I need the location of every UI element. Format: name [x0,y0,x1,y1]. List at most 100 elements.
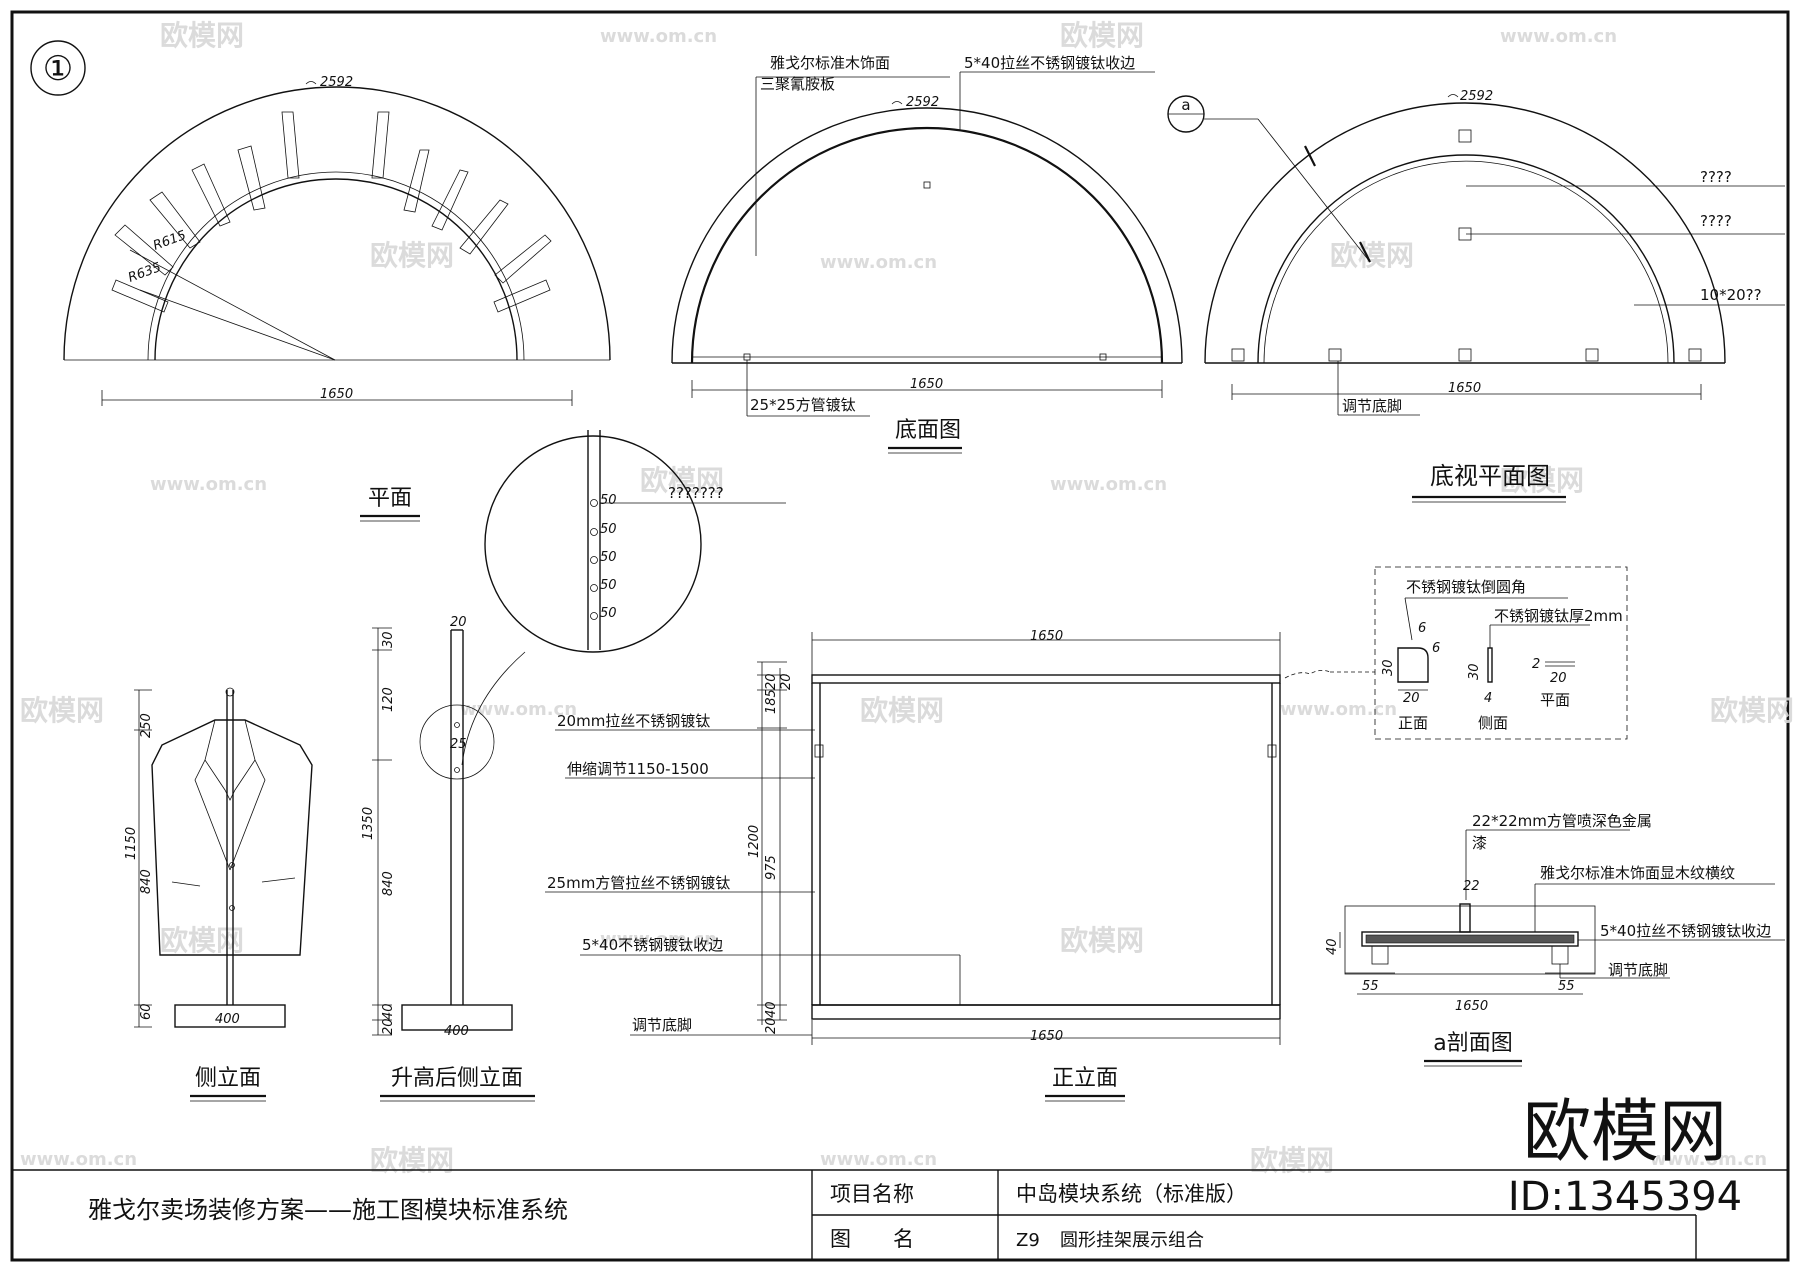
raised-dim-5: 40 [381,1003,396,1020]
watermark-brand: 欧模网 [860,694,944,727]
radius-line-1 [129,249,336,361]
watermark-brand: 欧模网 [1330,239,1414,272]
plan-view: R615 R635 2592 1650 平面 [63,75,611,522]
section-d22: 22 [1463,879,1480,894]
watermark-url: www.om.cn [820,1149,937,1170]
front-note-5: 调节底脚 [632,1016,692,1034]
title-block: 雅戈尔卖场装修方案——施工图模块标准系统 项目名称 中岛模块系统（标准版） 图 … [12,1169,1788,1260]
sheet-border [10,10,1790,1262]
side-dim-4: 60 [139,1003,154,1020]
front-top-width: 1650 [1030,629,1063,644]
detail-box-d30a: 30 [1381,659,1396,676]
section-d55b: 55 [1558,979,1575,994]
watermark-brand: 欧模网 [160,19,244,52]
project-description: 雅戈尔卖场装修方案——施工图模块标准系统 [88,1196,568,1224]
bottom-plan-width: 1650 [1448,381,1481,396]
section-d40: 40 [1325,938,1340,955]
watermark-url: www.om.cn [1500,26,1617,47]
detail-box-note-1: 不锈钢镀钛倒圆角 [1406,578,1526,596]
watermark-brand: 欧模网 [370,1144,454,1177]
watermark-url: www.om.cn [600,26,717,47]
bottom-plan-view: 2592 a ???? ???? 10*20?? 1650 调节底脚 底视平面图 [1167,89,1785,503]
detail-dim-1: 50 [600,493,617,508]
watermark-brand: 欧模网 [1250,1144,1334,1177]
section-note-4: 调节底脚 [1608,961,1668,979]
side-elevation-title: 侧立面 [195,1066,261,1091]
raised-mid-dim: 25 [450,737,467,752]
plan-rail-arc-outer [147,171,525,361]
section-a-title: a剖面图 [1433,1031,1512,1056]
id-label: ID:1345394 [1508,1174,1742,1220]
detail-circle: 50 50 50 50 50 ??????? [419,430,786,780]
drawing-number: ① [30,40,86,96]
front-dim-5: 975 [764,855,779,880]
bottom-plan-note-4: 调节底脚 [1342,397,1402,415]
section-note-1: 22*22mm方管喷深色金属 [1472,812,1652,830]
watermark-brand: 欧模网 [1060,924,1144,957]
watermark-url: www.om.cn [1050,474,1167,495]
brand-logo: 欧模网 ID:1345394 [1508,1093,1742,1220]
front-dim-7: 20 [764,1017,779,1034]
bottom-width: 1650 [910,377,943,392]
watermark-brand: 欧模网 [20,694,104,727]
section-note-1b: 漆 [1472,834,1487,852]
section-d55a: 55 [1362,979,1379,994]
section-width: 1650 [1455,999,1488,1014]
side-elevation: 250 1150 840 60 400 侧立面 [124,687,313,1102]
detail-box-d2: 2 [1532,657,1540,672]
front-dim-2: 20 [779,673,794,690]
bottom-note-3: 5*40拉丝不锈钢镀钛收边 [964,54,1135,72]
watermark-brand: 欧模网 [1710,694,1794,727]
side-dim-1: 250 [139,713,154,738]
bottom-view-title: 底面图 [895,418,961,443]
detail-box-front: 正面 [1398,714,1428,732]
jacket-outline [151,719,313,956]
watermark-url: www.om.cn [1280,699,1397,720]
side-base-width: 400 [215,1012,240,1027]
raised-dim-2: 120 [381,687,396,712]
detail-box-note-2: 不锈钢镀钛厚2mm [1494,607,1623,625]
raised-base-width: 400 [444,1024,469,1039]
section-a: 22*22mm方管喷深色金属 漆 雅戈尔标准木饰面显木纹横纹 22 5*40拉丝… [1325,812,1785,1067]
section-note-3: 5*40拉丝不锈钢镀钛收边 [1600,922,1771,940]
raised-side-elevation: 30 120 1350 840 40 20 20 25 400 升高后侧立面 [361,615,535,1102]
bottom-note-4: 25*25方管镀钛 [750,396,856,414]
raised-dim-1: 30 [381,631,396,648]
front-bottom-width: 1650 [1030,1029,1063,1044]
watermark-url: www.om.cn [20,1149,137,1170]
section-note-2: 雅戈尔标准木饰面显木纹横纹 [1540,864,1735,882]
detail-note: ??????? [668,484,724,502]
detail-box-plane: 平面 [1540,691,1570,709]
hangers [111,111,552,313]
front-dim-1: 20 [764,673,779,690]
watermark-brand: 欧模网 [1060,19,1144,52]
value-drawing-name: 圆形挂架展示组合 [1060,1230,1204,1251]
plan-width: 1650 [320,387,353,402]
detail-dim-2: 50 [600,522,617,537]
bottom-note-2: 三聚氰胺板 [760,75,835,93]
front-note-1: 20mm拉丝不锈钢镀钛 [557,712,710,730]
front-elevation-title: 正立面 [1052,1066,1118,1091]
raised-top-dim: 20 [450,615,467,630]
watermark-brand: 欧模网 [640,464,724,497]
bottom-note-1: 雅戈尔标准木饰面 [770,54,890,72]
drawing-number-text: ① [43,49,73,89]
front-dim-6: 40 [764,1001,779,1018]
watermark-url: www.om.cn [600,929,717,950]
logo-text: 欧模网 [1523,1093,1727,1172]
raised-dim-3: 1350 [361,807,376,840]
plan-rail-arc [154,178,518,361]
label-project-name: 项目名称 [830,1182,914,1206]
detail-box-side: 侧面 [1478,714,1508,732]
plan-title: 平面 [368,486,412,511]
watermark-brand: 欧模网 [160,924,244,957]
detail-dim-4: 50 [600,578,617,593]
detail-box-d20b: 20 [1550,671,1567,686]
detail-box: 不锈钢镀钛倒圆角 6 6 30 20 正面 不锈钢镀钛厚2mm 30 4 侧面 … [1374,566,1628,740]
watermarks: 欧模网 www.om.cn 欧模网 www.om.cn 欧模网 www.om.c… [20,19,1794,1177]
plan-r2: R635 [126,260,163,286]
front-note-2: 伸缩调节1150-1500 [567,760,709,778]
radius-line-2 [139,289,336,361]
detail-box-d30b: 30 [1467,663,1482,680]
